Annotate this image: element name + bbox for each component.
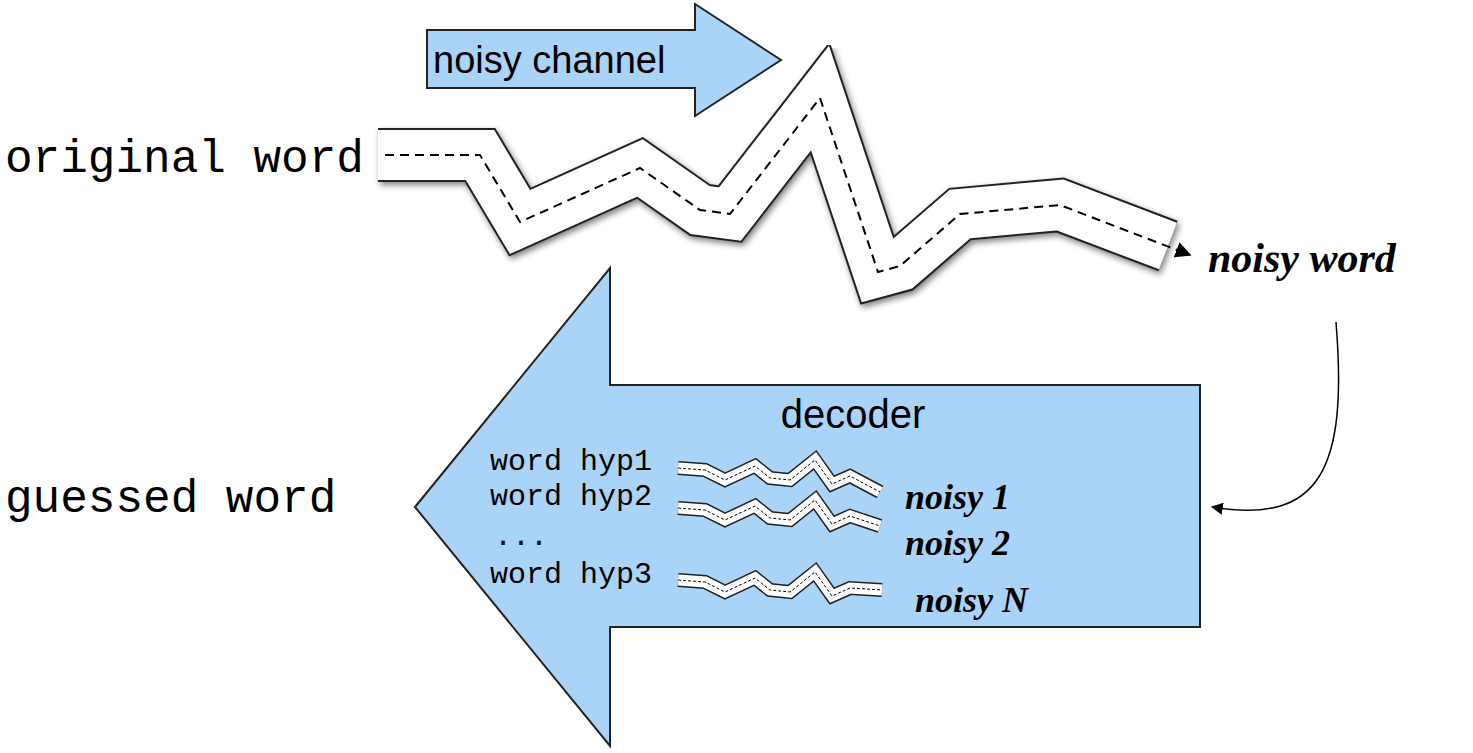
noisy-word-label: noisy word (1208, 237, 1396, 279)
ellipsis-label: ... (494, 522, 548, 552)
noisy-candidate-label: noisy 2 (905, 525, 1010, 561)
hypothesis-label: word hyp1 (490, 447, 652, 477)
hypothesis-label: word hyp2 (490, 482, 652, 512)
input-label: original word (5, 137, 364, 183)
hypothesis-label: word hyp3 (490, 560, 652, 590)
output-label: guessed word (5, 477, 336, 523)
channel-label: noisy channel (433, 41, 665, 79)
noisy-candidate-label: noisy 1 (905, 479, 1010, 515)
channel-arrow: noisy channel (425, 2, 785, 118)
decoder-label: decoder (781, 394, 926, 434)
noisy-candidate-label: noisy N (915, 582, 1028, 618)
